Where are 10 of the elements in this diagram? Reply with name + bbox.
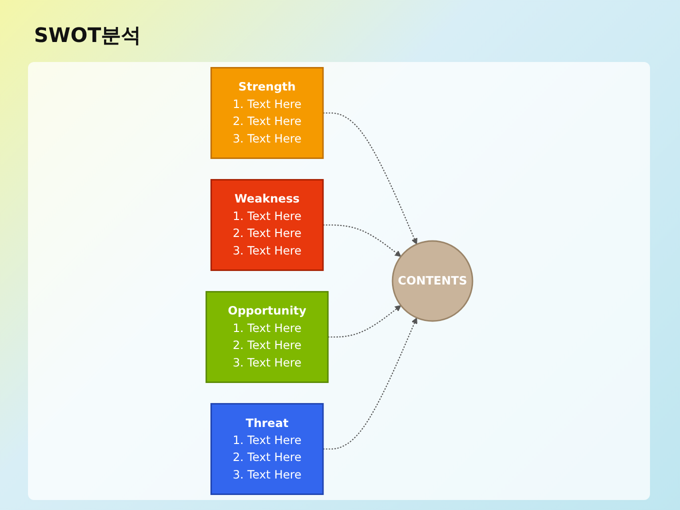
node-box: Threat 1. Text Here 2. Text Here 3. Text Here bbox=[210, 403, 324, 495]
node-circle: CONTENTS bbox=[391, 240, 473, 322]
arrow bbox=[322, 112, 417, 245]
node-box: Opportunity 1. Text Here 2. Text Here 3. Text Here bbox=[205, 291, 328, 383]
arrow bbox=[322, 224, 401, 257]
arrow bbox=[328, 305, 401, 338]
node-box: Weakness 1. Text Here 2. Text Here 3. Text Here bbox=[210, 179, 324, 271]
arrow bbox=[322, 317, 417, 450]
node-box: Strength 1. Text Here 2. Text Here 3. Text Here bbox=[210, 67, 324, 159]
title: SWOT분석 bbox=[34, 22, 142, 49]
